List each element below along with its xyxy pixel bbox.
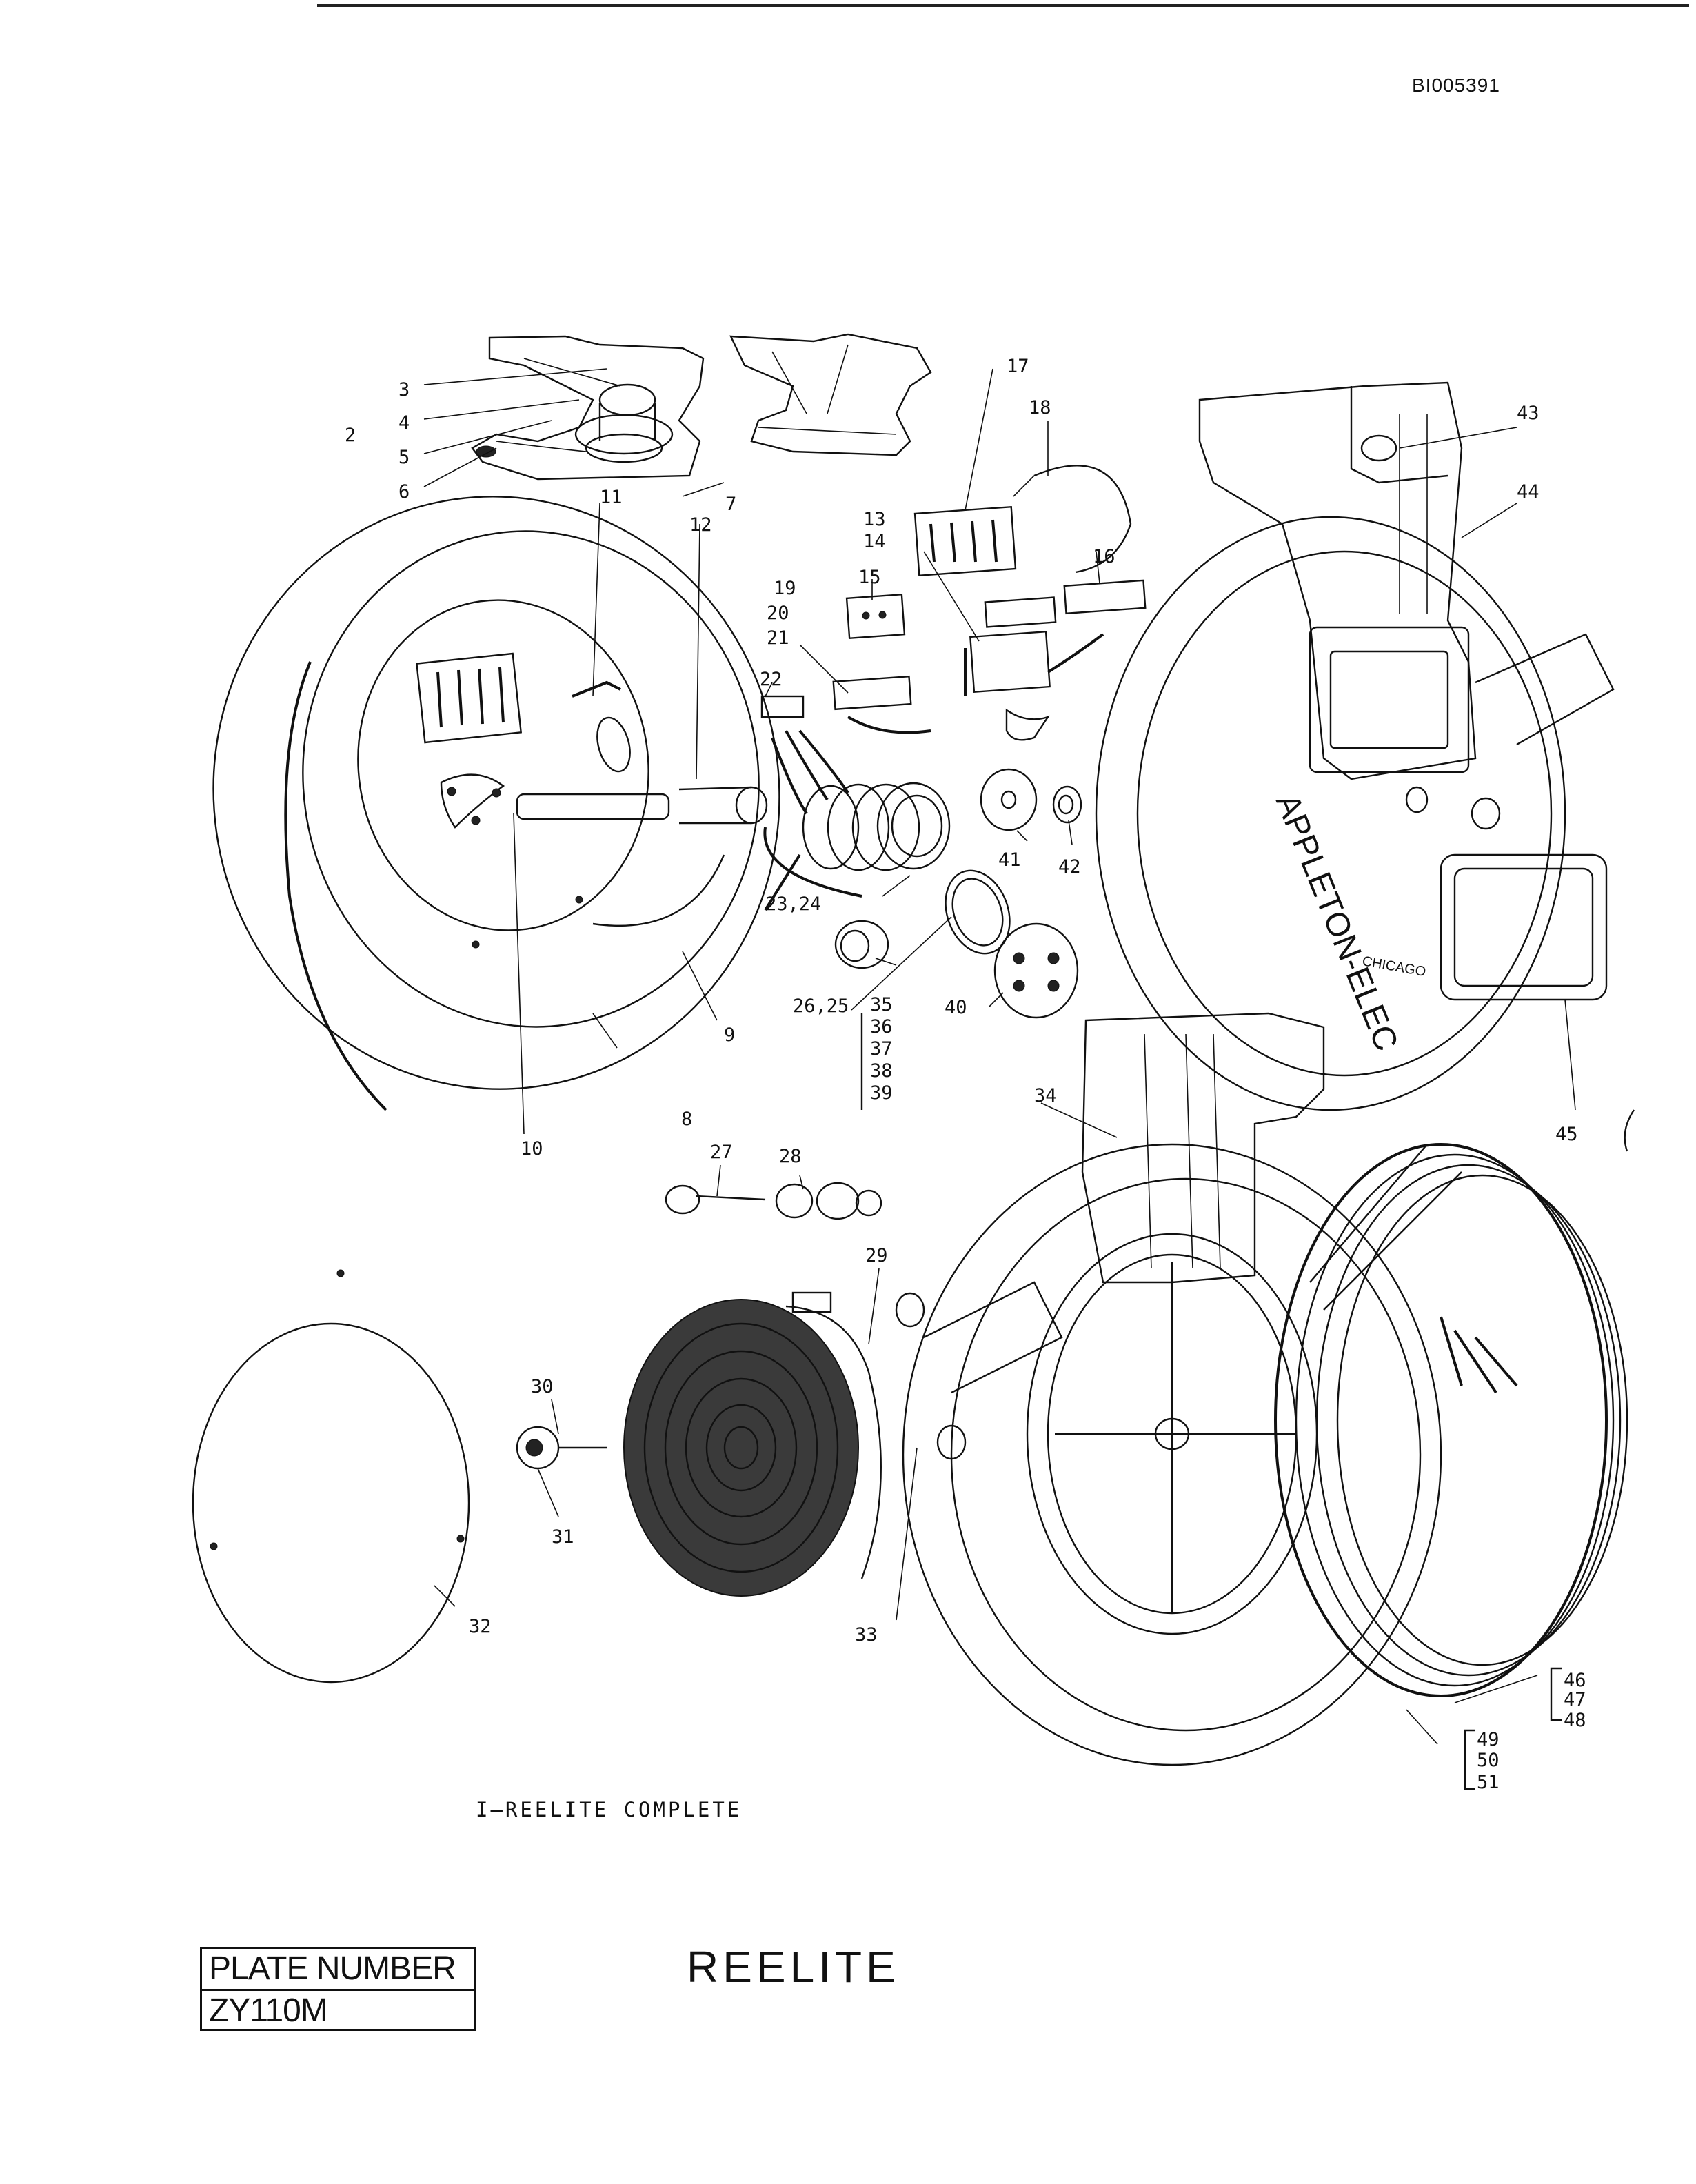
callout-42: 42: [1058, 856, 1081, 878]
callout-16: 16: [1093, 546, 1115, 567]
callout-35: 35: [870, 994, 893, 1015]
callout-31: 31: [552, 1526, 574, 1548]
callout-32: 32: [469, 1616, 492, 1637]
axle-parts: [665, 1182, 882, 1220]
plate-number-value: ZY110M: [202, 1989, 474, 2031]
callout-49: 49: [1477, 1729, 1500, 1750]
callout-23-24: 23,24: [765, 893, 821, 915]
callout-7: 7: [725, 494, 736, 515]
assembled-reel-housing: APPLETON-ELEC CHICAGO: [1095, 381, 1635, 1152]
callout-17: 17: [1007, 356, 1029, 377]
document-id: BI005391: [1412, 74, 1500, 96]
spring-coil: [516, 1291, 882, 1597]
callout-34: 34: [1034, 1085, 1057, 1106]
callout-26-25: 26,25: [793, 995, 849, 1017]
callout-20: 20: [767, 603, 789, 624]
callout-47: 47: [1564, 1689, 1586, 1710]
callout-11: 11: [600, 487, 623, 508]
callout-9: 9: [724, 1024, 735, 1046]
small-hardware: [945, 768, 1082, 1019]
callout-27: 27: [710, 1142, 733, 1163]
callout-10: 10: [521, 1138, 543, 1160]
callout-40: 40: [945, 997, 967, 1018]
callout-labels: 2 3 4 5 6 7 8 9 10 11 12 13 14 15 16 17 …: [345, 356, 1586, 1793]
callout-37: 37: [870, 1038, 893, 1060]
callout-21: 21: [767, 627, 789, 649]
callout-48: 48: [1564, 1710, 1586, 1731]
callout-2: 2: [345, 425, 356, 446]
upper-bracket-plate: [729, 333, 932, 456]
lower-reel-assembly: [895, 1012, 1628, 1766]
callout-4: 4: [398, 412, 410, 434]
callout-28: 28: [779, 1146, 802, 1167]
callout-13: 13: [863, 509, 886, 530]
callout-33: 33: [855, 1624, 878, 1646]
callout-22: 22: [760, 669, 783, 690]
top-rule: [317, 4, 1689, 7]
callout-18: 18: [1029, 397, 1051, 418]
callout-12: 12: [689, 514, 712, 536]
callout-38: 38: [870, 1060, 893, 1082]
callout-51: 51: [1477, 1772, 1500, 1793]
slip-ring-assembly: [760, 675, 951, 969]
callout-39: 39: [870, 1082, 893, 1104]
plate-number-label: PLATE NUMBER: [209, 1950, 456, 1987]
callout-43: 43: [1517, 403, 1539, 424]
housing-brand-lettering: APPLETON-ELEC: [1269, 789, 1405, 1056]
mounting-bracket: [471, 335, 705, 481]
page-title: REELITE: [687, 1942, 900, 1992]
callout-29: 29: [865, 1245, 888, 1266]
leader-lines: [423, 368, 1576, 1790]
terminal-block-parts: [845, 465, 1147, 741]
callout-46: 46: [1564, 1670, 1586, 1691]
reel-cover: [192, 1269, 470, 1684]
plate-number-box: PLATE NUMBER ZY110M: [200, 1947, 476, 2031]
callout-3: 3: [398, 379, 410, 401]
callout-30: 30: [531, 1376, 554, 1397]
assembly-caption: I—REELITE COMPLETE: [476, 1798, 743, 1821]
callout-45: 45: [1555, 1124, 1578, 1145]
callout-44: 44: [1517, 481, 1539, 503]
callout-5: 5: [398, 447, 410, 468]
callout-8: 8: [681, 1109, 692, 1130]
callout-6: 6: [398, 481, 410, 503]
reel-drum: [212, 496, 780, 1111]
callout-50: 50: [1477, 1750, 1500, 1771]
callout-41: 41: [998, 849, 1021, 871]
callout-14: 14: [863, 531, 886, 552]
callout-36: 36: [870, 1016, 893, 1038]
callout-19: 19: [774, 578, 796, 599]
callout-15: 15: [858, 567, 881, 588]
